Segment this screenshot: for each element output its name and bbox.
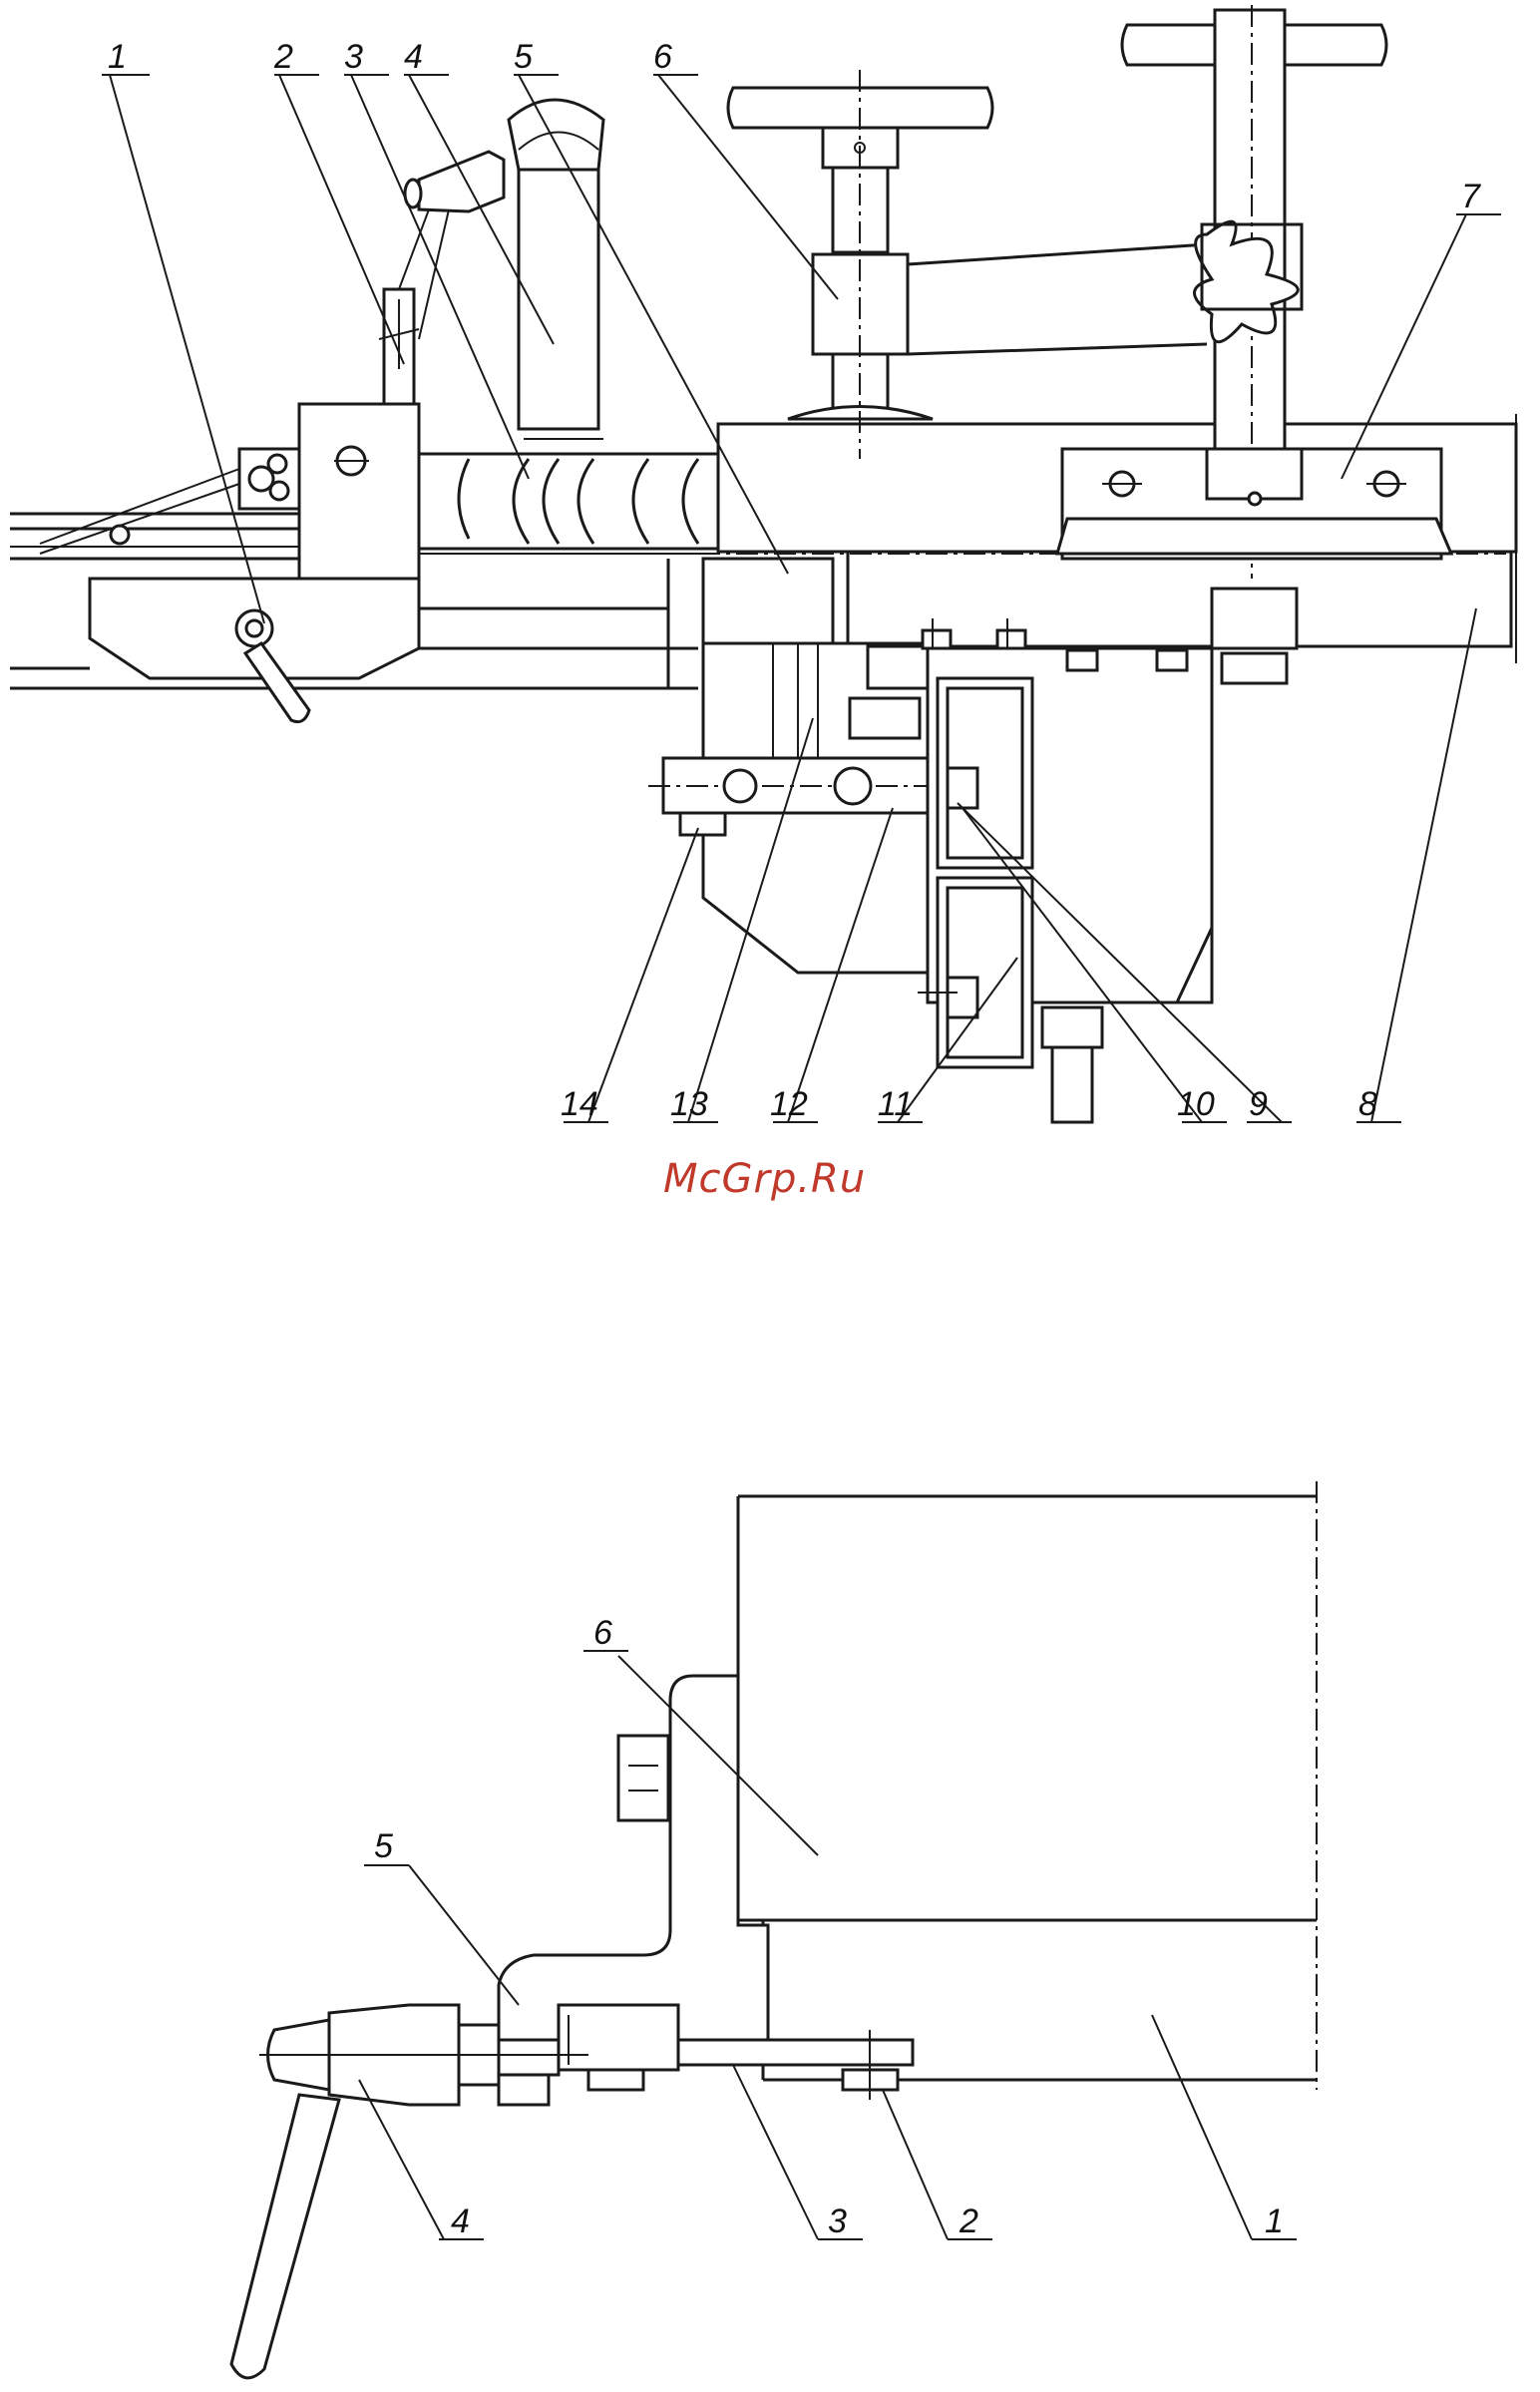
callout-lower-2: 2 [959,2202,978,2240]
callout-upper-14: 14 [561,1085,598,1123]
callout-upper-1: 1 [108,38,127,76]
callout-upper-8: 8 [1358,1085,1377,1123]
lower-callouts: 1 2 3 4 5 6 [374,1614,1284,2240]
callout-upper-6: 6 [653,38,672,76]
callout-lower-6: 6 [593,1614,612,1652]
lower-bracket [648,618,1212,1122]
callout-lower-1: 1 [1265,2202,1284,2240]
upper-assembly-drawing: 1 2 3 4 5 6 7 8 9 10 11 12 13 14 [10,5,1516,1123]
height-adjust-screw [728,70,1207,459]
watermark: McGrp.Ru [663,1156,866,1202]
callout-lower-3: 3 [828,2202,847,2240]
body-blocks [738,1481,1317,2090]
callout-lower-4: 4 [451,2202,470,2240]
callout-upper-10: 10 [1177,1085,1215,1123]
callout-upper-12: 12 [770,1085,808,1123]
callout-upper-7: 7 [1461,178,1481,215]
spiral-cable [419,454,718,554]
lower-assembly-drawing: 1 2 3 4 5 6 [231,1481,1317,2378]
callout-lower-5: 5 [374,1827,393,1865]
callout-upper-5: 5 [514,38,533,76]
callout-upper-13: 13 [670,1085,708,1123]
callout-upper-3: 3 [344,38,363,76]
lower-leader-lines [359,1651,1297,2239]
callout-upper-9: 9 [1249,1085,1268,1123]
callout-upper-11: 11 [878,1085,913,1123]
callout-upper-4: 4 [404,38,423,76]
callout-upper-2: 2 [273,38,293,76]
torch-holder [379,100,603,439]
lock-lever-4 [231,2005,588,2378]
